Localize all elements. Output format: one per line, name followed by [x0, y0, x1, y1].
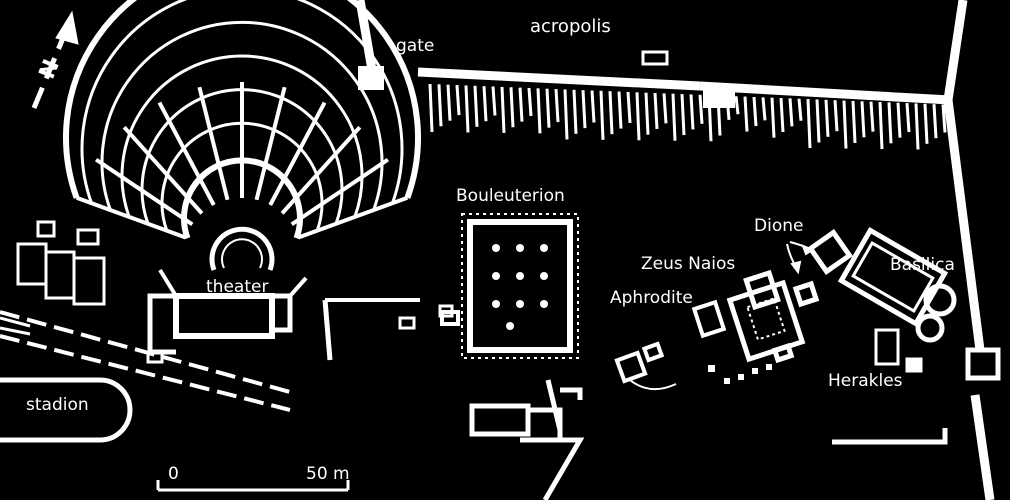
zeus-naios-temple	[708, 269, 820, 384]
label-theater: theater	[206, 277, 269, 297]
acropolis-building	[641, 50, 669, 66]
label-aphrodite: Aphrodite	[610, 288, 693, 308]
acropolis-walls	[355, 0, 995, 500]
label-zeus-naios: Zeus Naios	[641, 254, 736, 274]
bouleuterion-plan	[322, 213, 579, 361]
north-letter: N	[35, 56, 65, 82]
label-acropolis: acropolis	[530, 16, 611, 37]
label-bouleuterion: Bouleuterion	[456, 186, 565, 206]
west-structures	[16, 220, 106, 306]
scale-end-label: 50 m	[306, 464, 350, 484]
label-stadion: stadion	[26, 395, 89, 415]
slope-hatching	[428, 83, 947, 150]
scale-start-label: 0	[168, 464, 179, 484]
label-basilica: Basilica	[890, 255, 955, 275]
basilica-plan	[807, 226, 957, 373]
label-dione: Dione	[754, 216, 804, 236]
south-buildings	[469, 379, 585, 500]
stadion-plan	[0, 310, 291, 443]
label-gate: gate	[396, 36, 435, 56]
label-herakles: Herakles	[828, 371, 903, 391]
dione-pointer-arrows	[786, 241, 815, 275]
corner-wall	[832, 428, 948, 445]
wall-tower-east	[965, 347, 1001, 381]
theater-plan	[63, 0, 421, 364]
aphrodite-temple	[614, 299, 727, 391]
scale-bar	[156, 480, 350, 492]
